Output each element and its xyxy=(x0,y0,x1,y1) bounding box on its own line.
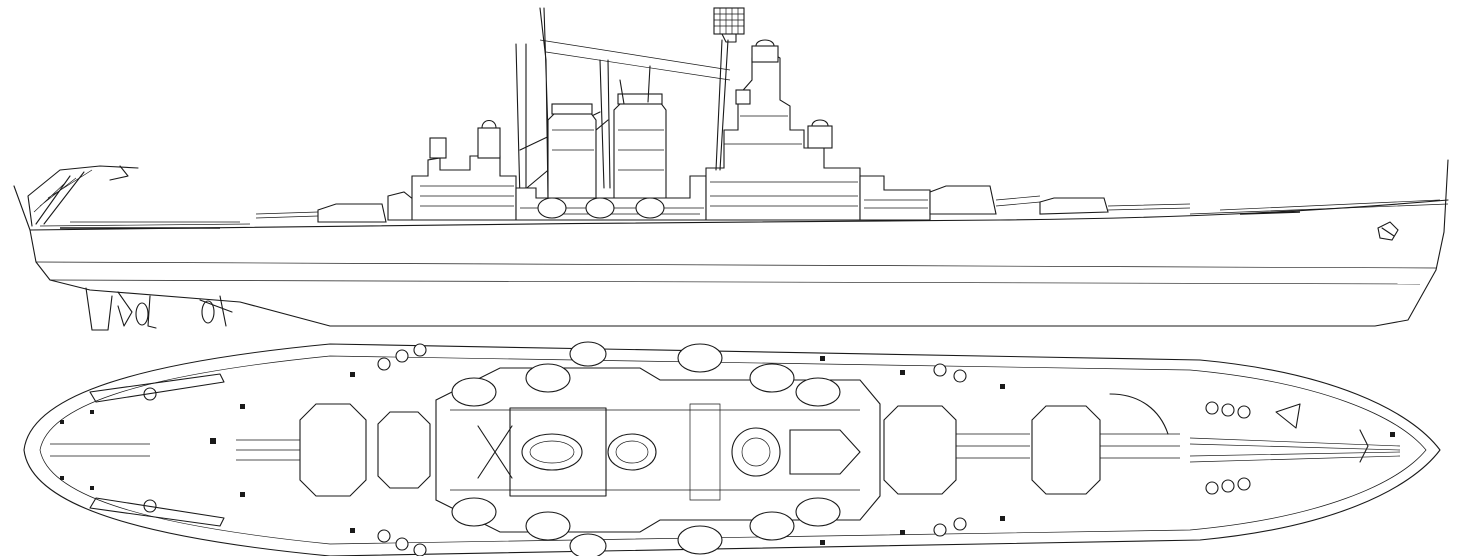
profile-hull xyxy=(13,159,1449,327)
forward-tower xyxy=(705,39,861,221)
profile-stern-gear xyxy=(85,287,233,331)
after-gun-mount xyxy=(429,137,447,159)
plan-anchor-chains xyxy=(1189,437,1401,463)
after-funnel xyxy=(547,111,597,201)
plan-deck-fittings xyxy=(60,356,1395,545)
plan-hull xyxy=(23,343,1441,556)
plan-forward-superfiring-turret xyxy=(883,405,1030,495)
after-turret xyxy=(317,203,387,223)
plan-after-superfiring-turret xyxy=(377,411,431,489)
after-director xyxy=(477,127,501,159)
plan-view xyxy=(23,341,1441,556)
forward-director xyxy=(751,45,779,63)
radar-antenna-icon xyxy=(713,7,745,35)
plan-after-turret xyxy=(236,403,367,497)
profile-view xyxy=(13,7,1449,331)
plan-after-funnel xyxy=(521,433,583,471)
plan-secondary-mounts xyxy=(451,341,841,556)
fore-mast xyxy=(713,7,745,171)
forward-superstructure xyxy=(859,175,931,221)
plan-superstructure xyxy=(435,367,881,533)
propeller-icon xyxy=(135,302,149,326)
anchor-icon xyxy=(1377,221,1399,241)
after-superstructure xyxy=(411,155,517,221)
fore-funnel xyxy=(613,101,667,201)
after-superfiring-turret xyxy=(387,191,415,221)
propeller-icon xyxy=(201,300,215,324)
profile-boot-topping xyxy=(49,279,1421,285)
plan-aa-mounts xyxy=(143,343,1251,556)
profile-deck-line xyxy=(29,199,1449,231)
plan-forward-director xyxy=(731,427,781,477)
forward-superfiring-turret xyxy=(929,185,997,215)
profile-waterline xyxy=(35,261,1437,269)
plan-forward-turret xyxy=(1031,405,1180,495)
aircraft-crane xyxy=(27,165,139,227)
forward-turret xyxy=(1039,197,1109,215)
plan-fore-funnel xyxy=(607,433,657,471)
plan-deck-edge xyxy=(39,355,1427,545)
